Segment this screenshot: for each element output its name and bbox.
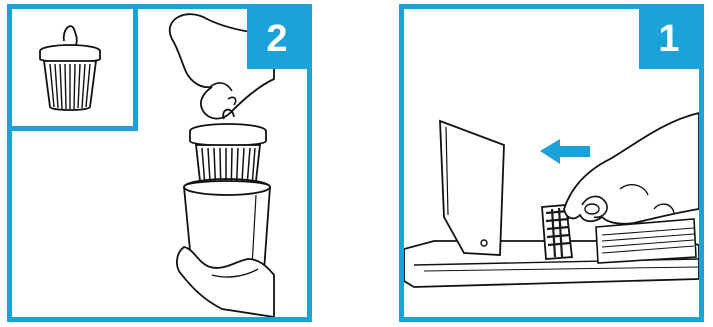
step-1-badge: 1 — [639, 9, 699, 69]
step-2-panel: 2 — [7, 4, 312, 322]
step-2-badge: 2 — [247, 9, 307, 69]
step-1-panel: 1 — [399, 4, 704, 322]
